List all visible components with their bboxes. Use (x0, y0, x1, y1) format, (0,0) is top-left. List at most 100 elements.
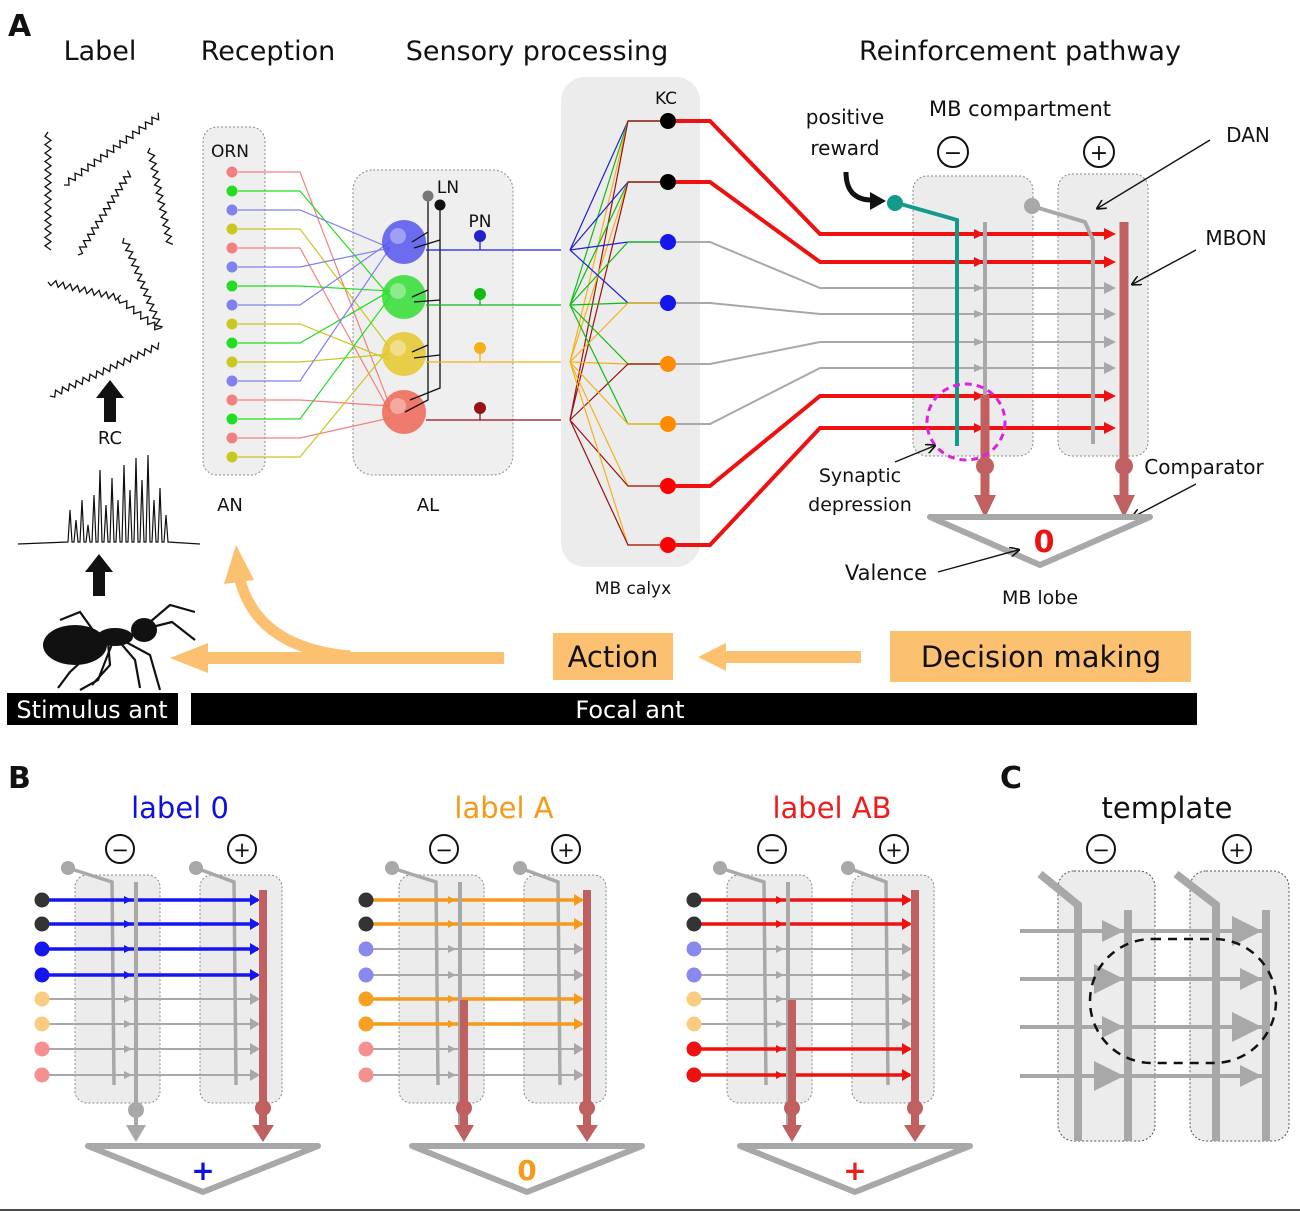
kc-axon (676, 341, 1112, 365)
orn-soma (226, 261, 238, 273)
kc-soma (686, 916, 702, 932)
mbon-plus (1113, 222, 1135, 518)
hydrocarbon-chain (49, 342, 160, 398)
svg-text:−: − (944, 141, 962, 166)
orn-axon (238, 399, 391, 407)
dan-soma (841, 861, 855, 875)
template-dan-minus (1037, 870, 1082, 1141)
rc-label: RC (98, 428, 122, 449)
plus-synapse (902, 1043, 912, 1055)
hydrocarbon-chain (121, 237, 163, 328)
minus-synapse (124, 896, 132, 904)
kc-soma (660, 537, 676, 553)
minus-icon: − (105, 834, 135, 864)
pn-kc-synapse (569, 181, 668, 421)
comparator-triangle (737, 1143, 973, 1195)
compartment-plus (199, 874, 283, 1104)
reward-arrow-icon (843, 171, 886, 210)
dan-soma (713, 861, 727, 875)
orn-axon (238, 247, 391, 413)
template-plus-synapse (1232, 1012, 1262, 1042)
orn-soma (226, 318, 238, 330)
kc-mbon-minus-synapse (974, 391, 984, 401)
svg-text:+: + (1090, 141, 1108, 166)
action-box (553, 633, 673, 680)
kc-soma (660, 416, 676, 432)
orn-axon (238, 353, 391, 363)
orn-axon (238, 247, 391, 268)
comparator-triangle (85, 1143, 321, 1195)
template-plus-synapse (1240, 968, 1262, 990)
compartment-minus (726, 874, 813, 1104)
kc-soma (660, 113, 676, 129)
positive-reward-label-1: positive (806, 105, 884, 129)
up-arrow-icon (85, 554, 113, 596)
minus-synapse (776, 1071, 784, 1079)
minus-synapse (124, 971, 132, 979)
local-neurons (404, 196, 441, 413)
kc-soma (358, 991, 374, 1007)
orn-soma (226, 375, 238, 387)
header-reception: Reception (201, 36, 335, 67)
template-plus-synapse (1232, 916, 1262, 946)
stimulus-ant-bar (7, 693, 178, 725)
orn-soma (226, 451, 238, 463)
glomerulus (382, 332, 426, 376)
minus-synapse (776, 896, 784, 904)
panel-c-template: −+ (1020, 834, 1290, 1142)
orn-to-glomeruli-connections (238, 171, 391, 458)
plus-icon: + (879, 834, 909, 864)
kc-soma (686, 1016, 702, 1032)
dan-plus (1024, 198, 1095, 444)
valence-value: 0 (1034, 525, 1055, 560)
plus-synapse (902, 993, 912, 1005)
orn-soma (226, 223, 238, 235)
synaptic-depression-pointer (894, 446, 934, 463)
flow-arrow-icon (170, 545, 504, 673)
panel-b-example: label AB−++ (686, 791, 973, 1195)
dan-minus (719, 866, 768, 1086)
plus-synapse (574, 993, 584, 1005)
kc-soma (358, 1041, 374, 1057)
glomerulus-highlight (390, 283, 406, 299)
plus-synapse (250, 993, 260, 1005)
mbon-minus-arrow (126, 1125, 146, 1142)
orn-axon (238, 285, 391, 292)
hydrocarbon-chain (147, 147, 174, 245)
glomerulus (382, 220, 426, 264)
panel-b-letter: B (8, 761, 31, 796)
plus-icon: + (1222, 834, 1252, 864)
minus-synapse (776, 920, 784, 928)
panel-b-label: label AB (772, 791, 891, 825)
comparator-label: Comparator (1144, 455, 1264, 479)
kc-axon (676, 119, 1112, 236)
projection-neurons (426, 230, 570, 421)
svg-text:+: + (233, 838, 251, 862)
kc-soma (34, 991, 50, 1007)
template-minus-synapse (1094, 1061, 1124, 1091)
kc-mbon-plus-synapse (1104, 422, 1116, 434)
pn-soma (474, 402, 486, 414)
plus-synapse (902, 1069, 912, 1081)
plus-synapse (902, 918, 912, 930)
plus-synapse (902, 943, 912, 955)
pn-kc-synapse (569, 363, 668, 421)
orn-soma (226, 413, 238, 425)
orn-soma (226, 356, 238, 368)
kc-soma (686, 967, 702, 983)
kc-axon (676, 367, 1112, 425)
panel-b-example: label 0−++ (34, 791, 321, 1195)
minus-synapse (776, 971, 784, 979)
pn-kc-synapse (569, 419, 668, 487)
template-minus-synapse (1102, 920, 1124, 942)
orn-axon (238, 241, 391, 306)
dan-plus (519, 866, 562, 1086)
kc-soma (660, 295, 676, 311)
kc-mbon-plus-synapse (1104, 308, 1116, 320)
pn-kc-synapse (569, 120, 668, 421)
plus-synapse (902, 894, 912, 906)
kc-soma (686, 941, 702, 957)
kc-axon (676, 302, 1112, 315)
ant-icon (43, 603, 196, 691)
